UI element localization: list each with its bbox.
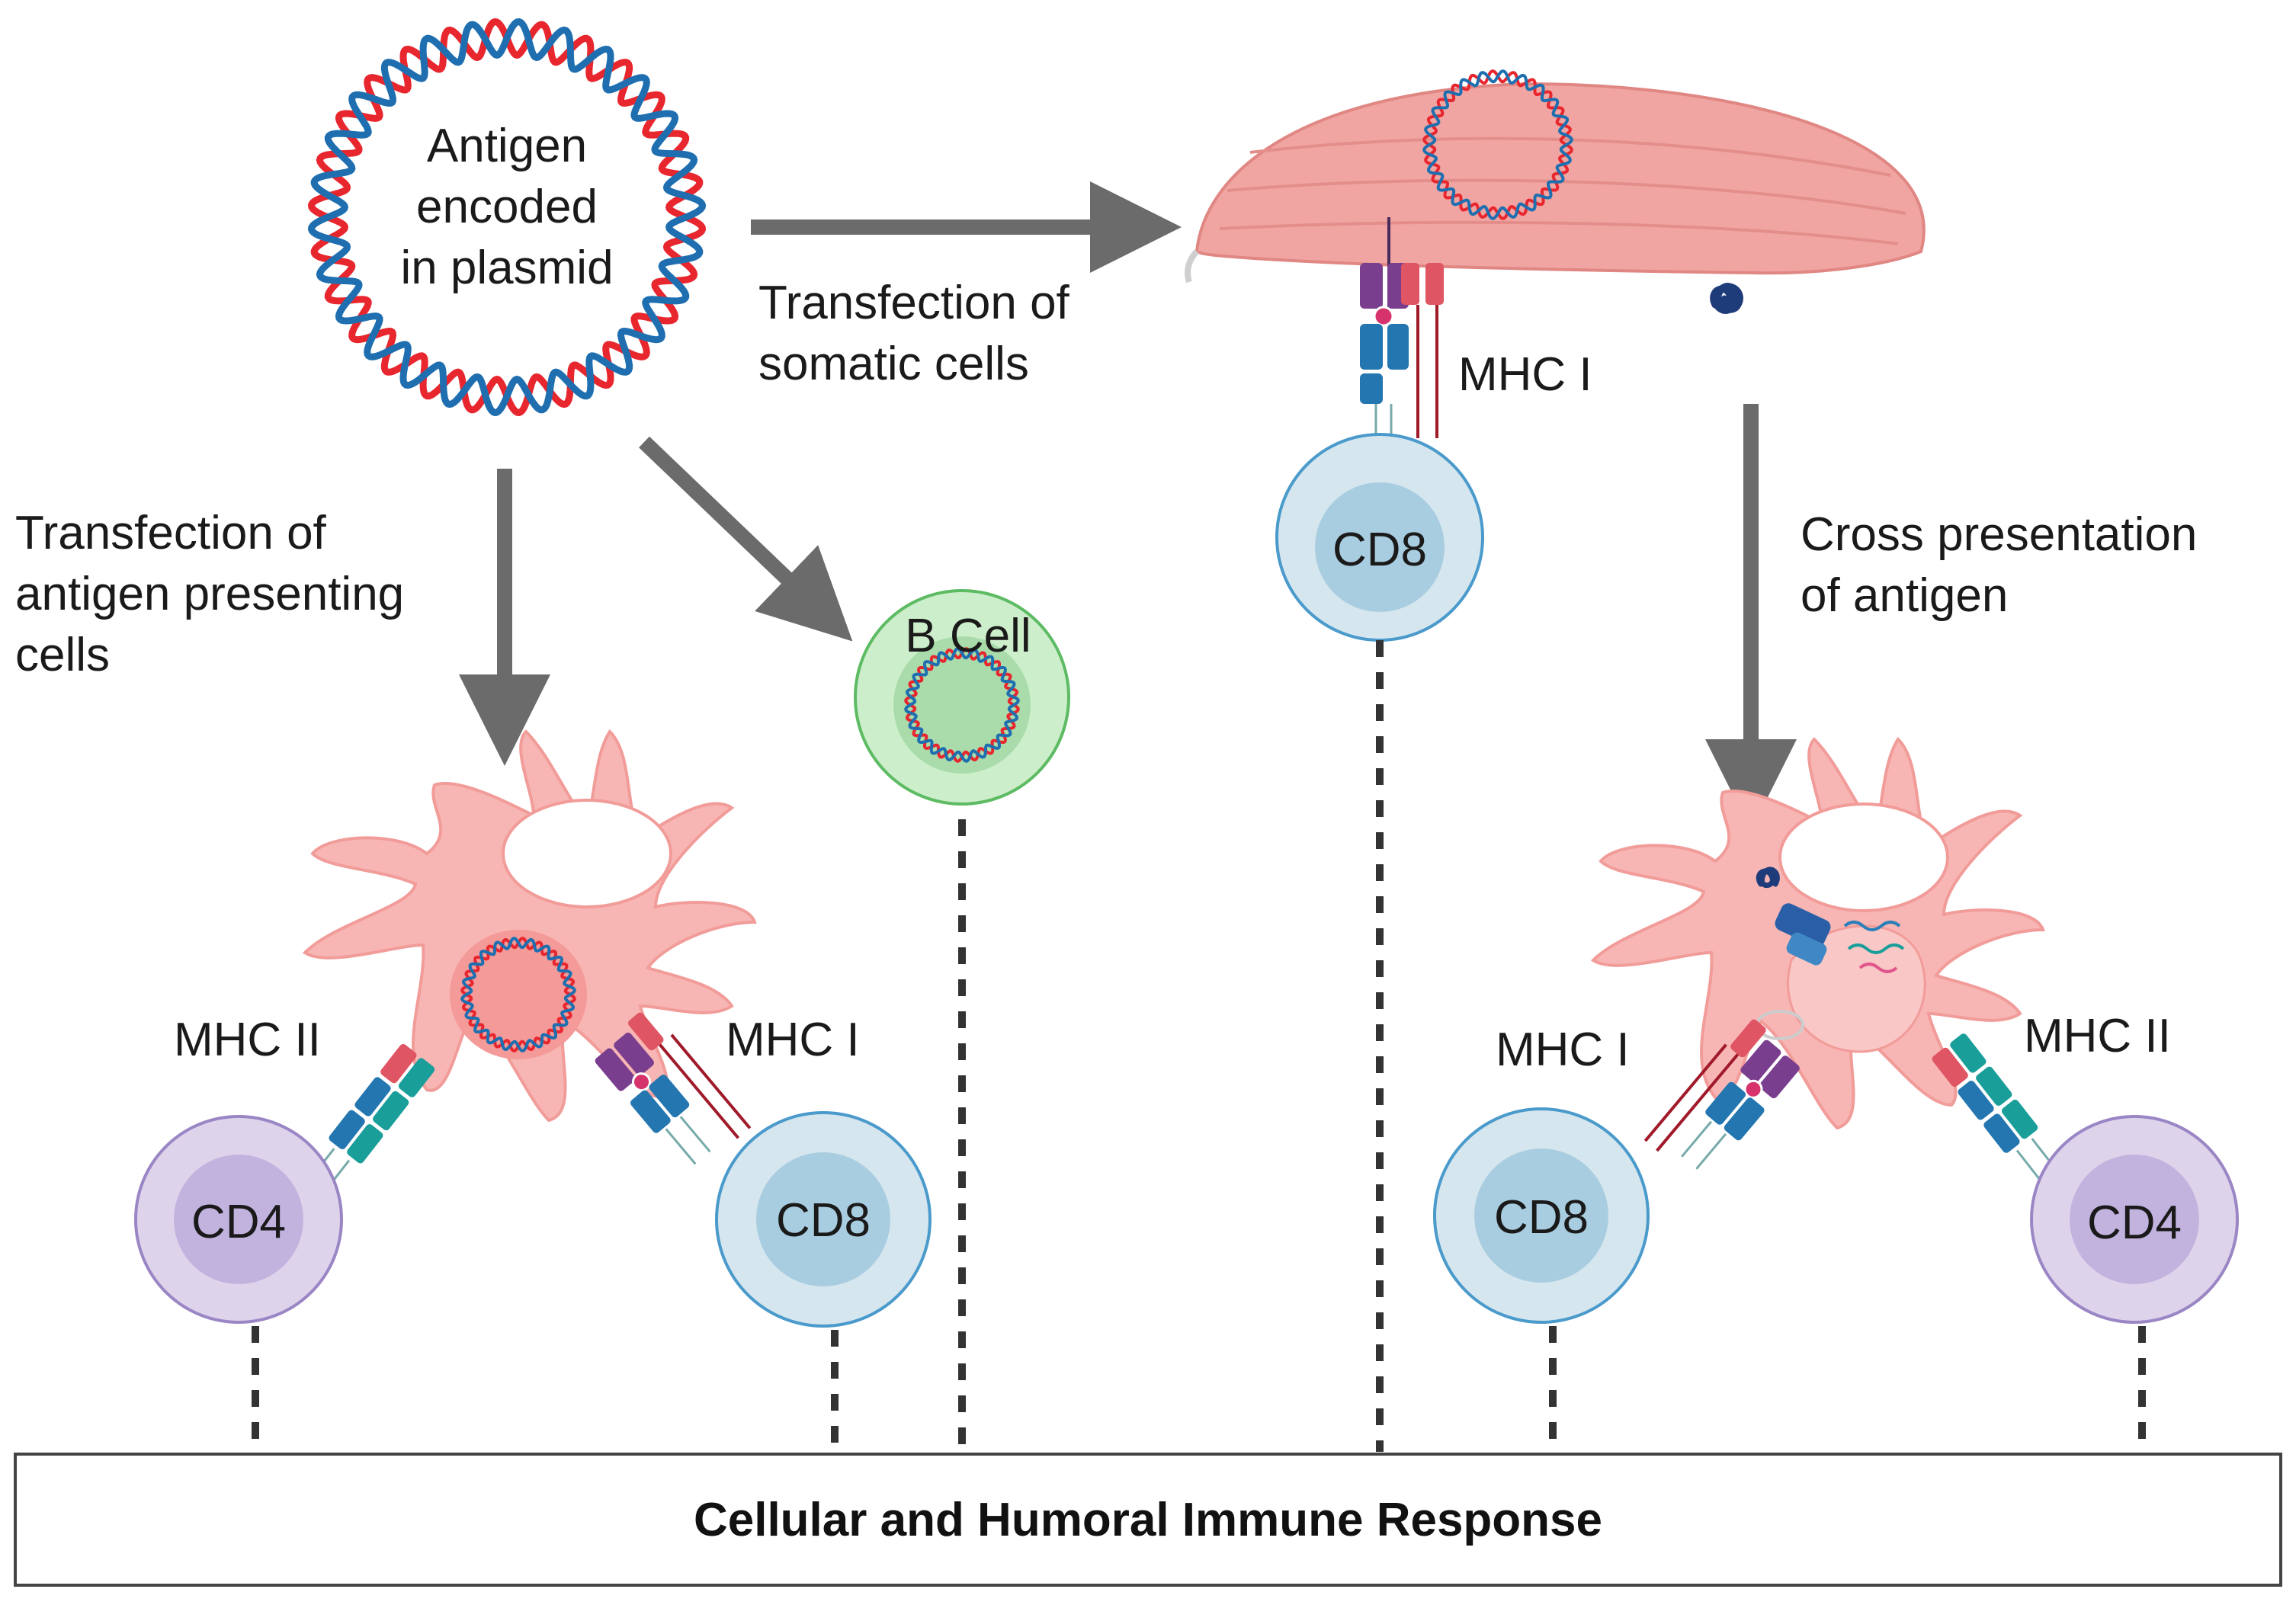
mhc1-label-left: MHC I bbox=[726, 1014, 860, 1066]
apc-label-line1: Transfection of bbox=[15, 507, 327, 559]
mhc2-label-right: MHC II bbox=[2024, 1010, 2171, 1062]
cd8-label-top: CD8 bbox=[1332, 524, 1427, 576]
mhc2-complex-left bbox=[307, 1043, 435, 1194]
b-cell-label: B Cell bbox=[905, 610, 1031, 662]
muscle-mhc-complex bbox=[1360, 217, 1444, 442]
muscle-cell bbox=[1185, 82, 1926, 284]
cd8-label-left: CD8 bbox=[776, 1194, 871, 1247]
mhc1-complex-left bbox=[595, 1012, 752, 1165]
mhc2-complex-right bbox=[1932, 1033, 2061, 1187]
plasmid-label-line3: in plasmid bbox=[400, 242, 613, 294]
mhc2-label-left: MHC II bbox=[174, 1014, 321, 1066]
plasmid-label-line2: encoded bbox=[416, 181, 598, 233]
cd8-t-cell-right bbox=[1433, 1107, 1650, 1324]
plasmid-label-line1: Antigen bbox=[427, 120, 587, 172]
mhc1-label-muscle: MHC I bbox=[1458, 348, 1592, 401]
somatic-label-line1: Transfection of bbox=[758, 277, 1070, 329]
apc-label-line3: cells bbox=[15, 629, 110, 681]
b-cell-plasmid-icon bbox=[904, 647, 1020, 763]
apc-label-line2: antigen presenting bbox=[15, 568, 404, 620]
b-cell bbox=[854, 589, 1070, 806]
cd4-t-cell-left bbox=[134, 1115, 343, 1324]
mhc1-complex-right bbox=[1643, 1019, 1800, 1170]
dotted-connectors bbox=[252, 640, 2146, 1452]
muscle-plasmid-icon bbox=[1422, 69, 1573, 220]
dendritic-cell-right bbox=[1590, 736, 2045, 1130]
immune-response-box bbox=[14, 1453, 2282, 1587]
apc-plasmid-icon bbox=[460, 937, 576, 1052]
plasmid-icon bbox=[307, 18, 707, 417]
cd8-label-right: CD8 bbox=[1494, 1191, 1589, 1244]
antigen-protein-icon bbox=[1710, 283, 1743, 314]
dna-strand-blue bbox=[1422, 69, 1573, 220]
dendritic-cell-left bbox=[302, 729, 757, 1123]
cd4-label-right: CD4 bbox=[2087, 1197, 2182, 1249]
cross-label-line1: Cross presentation bbox=[1801, 508, 2197, 561]
immune-response-label: Cellular and Humoral Immune Response bbox=[694, 1494, 1602, 1546]
cross-label-line2: of antigen bbox=[1801, 569, 2008, 622]
dna-strand-blue bbox=[307, 18, 707, 417]
cd8-t-cell-top bbox=[1275, 433, 1484, 642]
cd8-t-cell-left bbox=[715, 1111, 932, 1328]
dna-strand-blue bbox=[904, 647, 1020, 763]
cd4-t-cell-right bbox=[2030, 1115, 2239, 1324]
somatic-label-line2: somatic cells bbox=[758, 338, 1029, 390]
cd4-label-left: CD4 bbox=[191, 1196, 286, 1248]
dna-strand-blue bbox=[460, 937, 576, 1052]
arrow-to-b-cell bbox=[639, 436, 853, 642]
mhc1-label-right: MHC I bbox=[1496, 1024, 1630, 1076]
